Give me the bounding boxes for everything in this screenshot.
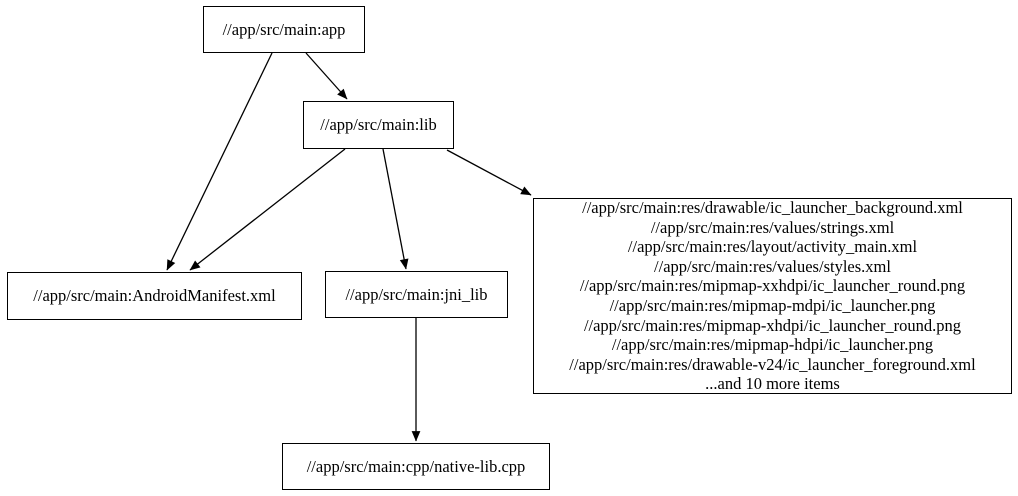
resource-item: //app/src/main:res/layout/activity_main.… — [627, 237, 918, 257]
resource-item: //app/src/main:res/drawable/ic_launcher_… — [582, 198, 963, 218]
resource-item: //app/src/main:res/values/strings.xml — [650, 217, 895, 237]
node-android-manifest-label: //app/src/main:AndroidManifest.xml — [33, 286, 276, 306]
node-jni-lib: //app/src/main:jni_lib — [325, 271, 508, 318]
node-resources-group: //app/src/main:res/drawable/ic_launcher_… — [533, 198, 1012, 394]
node-lib: //app/src/main:lib — [303, 101, 454, 149]
resource-item: //app/src/main:res/mipmap-xhdpi/ic_launc… — [583, 315, 962, 335]
resource-more-items: ...and 10 more items — [705, 374, 840, 394]
node-jni-lib-label: //app/src/main:jni_lib — [345, 284, 488, 304]
resource-item: //app/src/main:res/mipmap-mdpi/ic_launch… — [609, 296, 936, 315]
edge-lib-to-manifest — [189, 148, 346, 271]
node-native-lib-cpp-label: //app/src/main:cpp/native-lib.cpp — [306, 456, 526, 476]
node-lib-label: //app/src/main:lib — [320, 115, 437, 135]
node-native-lib-cpp: //app/src/main:cpp/native-lib.cpp — [282, 443, 550, 490]
edge-app-to-manifest — [166, 52, 273, 271]
resource-item: //app/src/main:res/values/styles.xml — [654, 256, 891, 276]
edge-lib-to-resources — [446, 149, 532, 196]
edge-app-to-lib — [305, 52, 348, 100]
node-app: //app/src/main:app — [203, 6, 365, 53]
node-android-manifest: //app/src/main:AndroidManifest.xml — [7, 272, 302, 320]
resource-item: //app/src/main:res/mipmap-xxhdpi/ic_laun… — [579, 276, 966, 296]
resource-item: //app/src/main:res/mipmap-hdpi/ic_launch… — [611, 335, 934, 355]
resource-item: //app/src/main:res/drawable-v24/ic_launc… — [569, 354, 976, 374]
node-app-label: //app/src/main:app — [222, 19, 346, 39]
edge-lib-to-jni-lib — [382, 148, 409, 270]
